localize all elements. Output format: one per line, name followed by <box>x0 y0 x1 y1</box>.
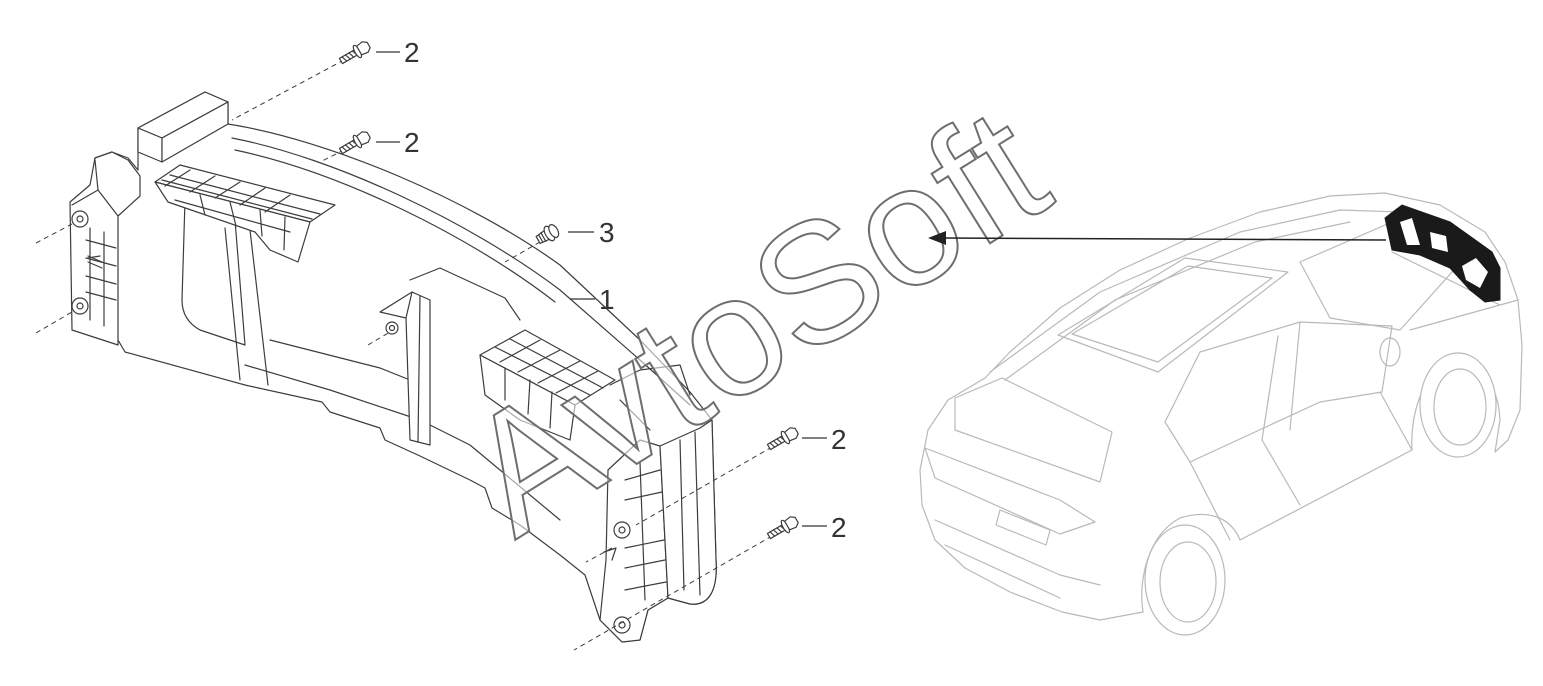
center-mount-plate <box>379 267 521 446</box>
bracket-opening <box>181 199 246 346</box>
bolt <box>338 131 371 155</box>
vehicle-roof-line <box>989 209 1401 373</box>
beam-lower-line <box>269 339 411 381</box>
callout-bolt-lower: 2 <box>802 424 847 455</box>
vehicle-pillar <box>1261 321 1301 441</box>
beam-edge-line <box>231 137 691 406</box>
callout-number: 2 <box>831 424 847 455</box>
callout-bolt-bottom: 2 <box>802 512 847 543</box>
beam-edge-line <box>234 149 556 303</box>
push-clip <box>535 224 560 245</box>
callout-number: 3 <box>599 217 615 248</box>
vehicle-door-line <box>1189 391 1413 541</box>
beam-lower-line <box>244 364 561 521</box>
location-arrow <box>928 231 1387 245</box>
callout-clip: 3 <box>568 217 615 248</box>
bracket-opening-rib <box>224 227 269 386</box>
vehicle-wheel-rear <box>1144 524 1226 636</box>
bracket-location-highlight <box>1384 204 1501 303</box>
vehicle-windshield <box>1299 221 1471 331</box>
callout-number: 2 <box>404 37 420 68</box>
vehicle-wheel-front <box>1419 352 1497 458</box>
bolt <box>338 41 371 65</box>
bracket-block-side <box>161 101 229 163</box>
vehicle-sunroof <box>1071 265 1273 363</box>
callout-bracket: 1 <box>570 284 615 315</box>
vehicle-rear-bumper <box>934 519 1101 599</box>
vehicle-rear-window <box>954 377 1113 483</box>
assembly-lines <box>35 59 773 651</box>
callout-number: 2 <box>404 127 420 158</box>
vehicle-illustration <box>919 192 1523 636</box>
vehicle-tail-lamp <box>924 447 1096 535</box>
callout-number: 2 <box>831 512 847 543</box>
locating-pin <box>87 255 103 269</box>
vehicle-sunroof <box>1057 257 1289 373</box>
vehicle-mirror <box>1379 337 1401 367</box>
vehicle-roof-line <box>1004 221 1351 381</box>
grid-support-left <box>154 164 336 263</box>
callout-bolt-top: 2 <box>376 37 420 68</box>
callout-number: 1 <box>599 284 615 315</box>
bumper-bracket <box>69 91 717 643</box>
bolt <box>766 516 799 540</box>
callout-bolt-upper: 2 <box>376 127 420 158</box>
left-mounting-flange <box>69 151 141 346</box>
bolt <box>766 427 799 451</box>
vehicle-side-window <box>1164 321 1393 463</box>
grid-support-right <box>479 329 691 441</box>
vehicle-license-area <box>995 509 1051 546</box>
right-mounting-flange <box>599 419 717 643</box>
